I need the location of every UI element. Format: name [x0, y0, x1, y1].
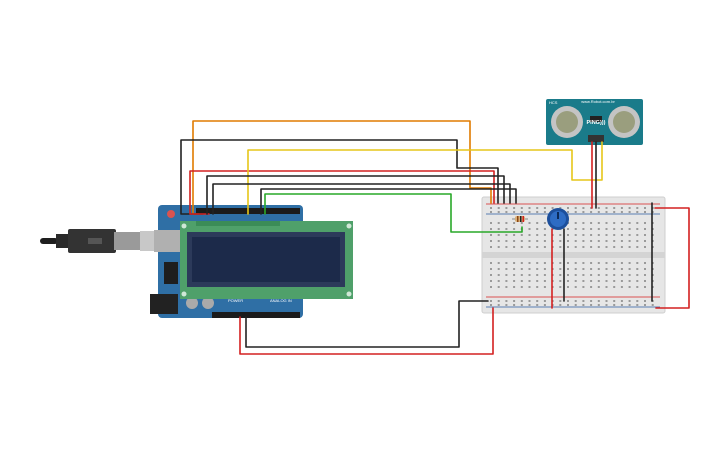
- usb-cable[interactable]: [40, 229, 160, 253]
- lcd-display[interactable]: [180, 221, 353, 299]
- wire-red[interactable]: [654, 207, 690, 309]
- wire-black[interactable]: [180, 139, 499, 215]
- sensor-url: www.Robot.com.br: [581, 99, 615, 104]
- lcd-screen: [192, 237, 340, 282]
- capacitor: [186, 297, 198, 309]
- wire-yellow[interactable]: [247, 141, 603, 215]
- wire-red[interactable]: [189, 170, 495, 215]
- wire-red[interactable]: [239, 307, 494, 355]
- wire-black[interactable]: [245, 300, 489, 348]
- reset-button: [167, 210, 175, 218]
- usb-port: [154, 230, 180, 252]
- wire-green[interactable]: [264, 193, 523, 233]
- lcd-pins: [196, 221, 280, 226]
- ultrasonic-sensor[interactable]: www.Robot.com.br HCS PING))): [546, 99, 643, 145]
- breadboard[interactable]: [481, 196, 666, 314]
- power-jack: [150, 294, 178, 314]
- power-label: POWER: [228, 298, 243, 303]
- wire-black[interactable]: [212, 183, 511, 215]
- resistor[interactable]: [512, 216, 528, 222]
- analog-label: ANALOG IN: [270, 298, 292, 303]
- sensor-pins: [588, 135, 604, 142]
- potentiometer[interactable]: [547, 208, 569, 230]
- wire-black[interactable]: [260, 188, 517, 215]
- sensor-title: PING))): [587, 120, 606, 126]
- breadboard-holes: [490, 207, 654, 306]
- power-header: [212, 312, 300, 318]
- sensor-model: HCS: [549, 100, 558, 105]
- capacitor: [202, 297, 214, 309]
- wire-orange[interactable]: [192, 120, 492, 215]
